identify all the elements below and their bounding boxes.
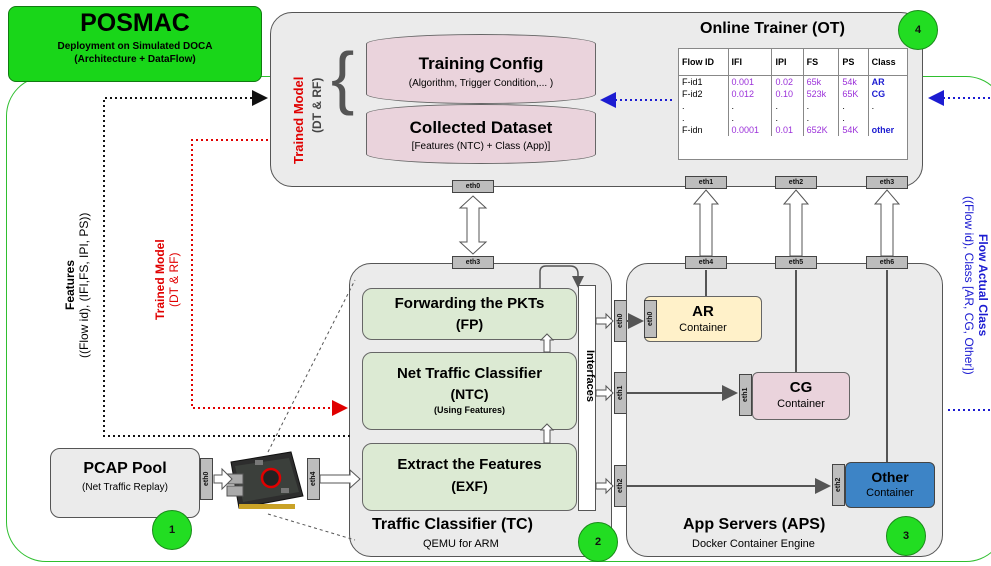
- cell: .: [728, 99, 773, 112]
- flow-class-title: Flow Actual Class: [976, 233, 990, 337]
- badge-2: 2: [578, 522, 618, 562]
- cell: AR: [871, 76, 885, 87]
- th-flow-id: Flow ID: [679, 49, 729, 75]
- cell: 0.012: [728, 87, 773, 100]
- tc-sub: QEMU for ARM: [423, 538, 499, 550]
- cell: 0.10: [771, 87, 804, 100]
- cg-sub: Container: [777, 398, 825, 410]
- cell: 0.01: [771, 123, 804, 136]
- dpu-board-image: [226, 451, 304, 509]
- tc-eth3: eth3: [452, 256, 494, 269]
- fp-box: Forwarding the PKTs (FP): [362, 288, 577, 340]
- interfaces-bar: [578, 285, 596, 511]
- training-config-title: Training Config: [418, 54, 544, 73]
- other-name: Other: [871, 469, 909, 485]
- cell: 54k: [838, 75, 869, 88]
- badge-3: 3: [886, 516, 926, 556]
- badge-4: 4: [898, 10, 938, 50]
- th-ipi: IPI: [771, 49, 804, 75]
- ntc-sub: (Using Features): [433, 405, 505, 415]
- cell: F-id2: [679, 87, 729, 100]
- cell: 0.001: [728, 75, 773, 88]
- training-config-cylinder: [366, 34, 596, 104]
- ot-eth1: eth1: [685, 176, 727, 189]
- th-ifi: IFI: [728, 49, 773, 75]
- cg-name: CG: [789, 379, 813, 396]
- cell: CG: [871, 88, 886, 99]
- cell: .: [871, 100, 875, 111]
- cell: .: [679, 99, 729, 112]
- cell: .: [771, 111, 804, 124]
- other-sub: Container: [866, 487, 914, 499]
- dataset-cylinder: [366, 104, 596, 164]
- flow-table-box: Flow ID IFI IPI FS PS Class F-id1 0.001 …: [678, 48, 908, 160]
- ot-eth2: eth2: [775, 176, 817, 189]
- pcap-sub: (Net Traffic Replay): [82, 482, 168, 493]
- exf-title: Extract the Features: [397, 456, 542, 473]
- table-row: . . . . .: [679, 111, 907, 124]
- tc-title: Traffic Classifier (TC): [372, 516, 533, 533]
- fp-title: Forwarding the PKTs: [394, 295, 545, 312]
- table-row: . . . . . .: [679, 99, 907, 112]
- brace: {: [331, 38, 355, 116]
- training-config-sub: (Algorithm, Trigger Condition,... ): [408, 78, 554, 89]
- cell: 0.02: [771, 75, 804, 88]
- pcap-title: PCAP Pool: [83, 460, 167, 477]
- cell: .: [838, 111, 869, 124]
- title: POSMAC: [80, 9, 190, 37]
- cell: other: [871, 124, 895, 135]
- pcap-pool-box: PCAP Pool (Net Traffic Replay): [50, 448, 200, 518]
- exf-box: Extract the Features (EXF): [362, 443, 577, 511]
- online-trainer-title: Online Trainer (OT): [700, 20, 845, 37]
- cell: .: [728, 111, 773, 124]
- cell: .: [771, 99, 804, 112]
- flow-table: Flow ID IFI IPI FS PS Class F-id1 0.001 …: [679, 49, 907, 136]
- cell: F-idn: [679, 123, 729, 136]
- dataset-title: Collected Dataset: [409, 118, 553, 137]
- table-row: F-idn 0.0001 0.01 652K 54K other: [679, 123, 907, 136]
- subtitle-line1: Deployment on Simulated DOCA: [57, 41, 213, 52]
- table-header-row: Flow ID IFI IPI FS PS Class: [679, 49, 907, 75]
- flow-class-label: Flow Actual Class ((Flow id), Class [AR,…: [950, 180, 990, 390]
- cell: 65k: [803, 75, 840, 88]
- interfaces-label: Interfaces: [584, 350, 596, 402]
- ar-sub: Container: [679, 322, 727, 334]
- cell: 54K: [838, 123, 869, 136]
- ntc-title: Net Traffic Classifier: [396, 365, 543, 382]
- cell: 652K: [803, 123, 840, 136]
- title-box: POSMAC Deployment on Simulated DOCA (Arc…: [8, 6, 262, 82]
- dataset-sub: [Features (NTC) + Class (App)]: [411, 141, 551, 152]
- table-row: F-id2 0.012 0.10 523k 65K CG: [679, 87, 907, 100]
- cell: .: [679, 111, 729, 124]
- cell: 65K: [838, 87, 869, 100]
- cell: .: [803, 111, 840, 124]
- badge-1: 1: [152, 510, 192, 550]
- subtitle-line2: (Architecture + DataFlow): [74, 54, 196, 65]
- cg-container: CG Container: [752, 372, 850, 420]
- th-class: Class: [871, 56, 896, 67]
- ar-container: AR Container: [644, 296, 762, 342]
- cell: .: [803, 99, 840, 112]
- flow-class-sub: ((Flow id), Class [AR, CG, Other]): [962, 195, 976, 375]
- other-container: Other Container: [845, 462, 935, 508]
- ot-eth0: eth0: [452, 180, 494, 193]
- th-ps: PS: [838, 49, 869, 75]
- ot-eth3: eth3: [866, 176, 908, 189]
- ntc-box: Net Traffic Classifier (NTC) (Using Feat…: [362, 352, 577, 430]
- ar-name: AR: [692, 303, 714, 320]
- ntc-abbr: (NTC): [450, 386, 489, 402]
- th-fs: FS: [803, 49, 840, 75]
- cell: 0.0001: [728, 123, 773, 136]
- aps-title: App Servers (APS): [683, 516, 826, 533]
- cell: 523k: [803, 87, 840, 100]
- aps-sub: Docker Container Engine: [692, 538, 815, 550]
- cell: F-id1: [679, 75, 729, 88]
- cell: .: [838, 99, 869, 112]
- fp-abbr: (FP): [455, 316, 484, 332]
- exf-abbr: (EXF): [451, 478, 488, 494]
- table-row: F-id1 0.001 0.02 65k 54k AR: [679, 75, 907, 88]
